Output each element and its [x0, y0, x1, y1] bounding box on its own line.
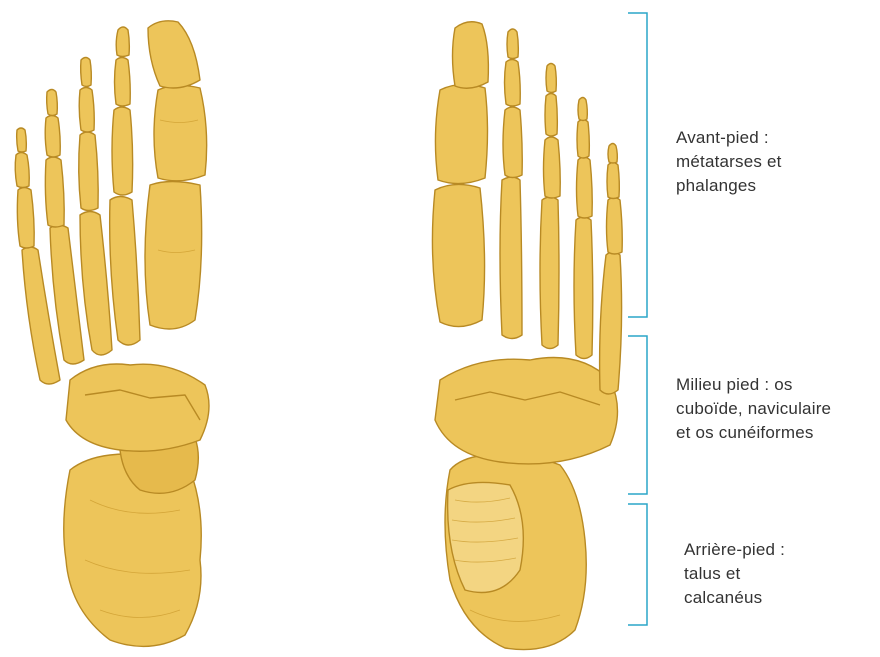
- forefoot-bracket: [625, 12, 653, 318]
- hindfoot-label-line-3: calcanéus: [684, 586, 785, 610]
- midfoot-label-line-1: Milieu pied : os: [676, 373, 831, 397]
- forefoot-label: Avant-pied : métatarses et phalanges: [676, 126, 782, 198]
- hindfoot-label: Arrière-pied : talus et calcanéus: [684, 538, 785, 610]
- forefoot-label-line-1: Avant-pied :: [676, 126, 782, 150]
- midfoot-bracket: [625, 335, 653, 495]
- foot-illustration-dorsal: [0, 0, 240, 657]
- forefoot-label-line-2: métatarses et: [676, 150, 782, 174]
- midfoot-label-line-2: cuboïde, naviculaire: [676, 397, 831, 421]
- hindfoot-bracket: [625, 503, 653, 626]
- hindfoot-label-line-2: talus et: [684, 562, 785, 586]
- hindfoot-label-line-1: Arrière-pied :: [684, 538, 785, 562]
- forefoot-label-line-3: phalanges: [676, 174, 782, 198]
- midfoot-label-line-3: et os cunéiformes: [676, 421, 831, 445]
- foot-illustration-plantar: [410, 0, 650, 657]
- midfoot-label: Milieu pied : os cuboïde, naviculaire et…: [676, 373, 831, 445]
